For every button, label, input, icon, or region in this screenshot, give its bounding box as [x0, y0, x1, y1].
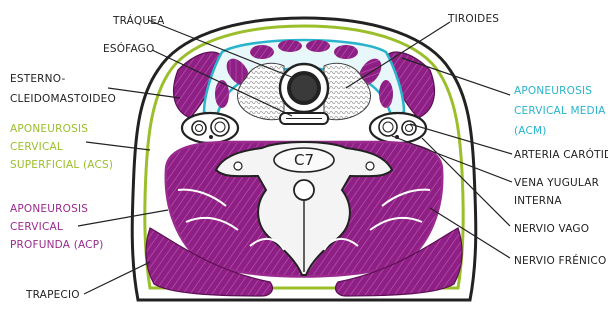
label-acp-line3: PROFUNDA (ACP)	[10, 239, 104, 251]
label-esofago: ESÓFAGO	[103, 42, 154, 55]
label-frenico: NERVIO FRÉNICO	[514, 254, 606, 267]
label-acm-line1: APONEUROSIS	[514, 85, 592, 97]
label-vena-line2: INTERNA	[514, 195, 562, 207]
carotid-sheath-left	[182, 113, 238, 143]
label-acs-line3: SUPERFICIAL (ACS)	[10, 159, 113, 171]
vertebra-label: C7	[294, 151, 314, 169]
label-tiroides: TIROIDES	[447, 13, 499, 25]
label-esterno-line1: ESTERNO-	[10, 73, 65, 85]
trachea	[280, 64, 328, 112]
label-acm-line3: (ACM)	[514, 125, 547, 137]
label-acs-line1: APONEUROSIS	[10, 123, 88, 135]
label-acp-line1: APONEUROSIS	[10, 203, 88, 215]
label-vago: NERVIO VAGO	[514, 223, 589, 235]
label-vena-line1: VENA YUGULAR	[514, 177, 599, 189]
label-esterno-line2: CLEIDOMASTOIDEO	[10, 93, 116, 105]
label-acp-line2: CERVICAL	[10, 221, 63, 233]
label-traquea: TRÁQUEA	[112, 14, 165, 27]
label-acm-line2: CERVICAL MEDIA	[514, 105, 606, 117]
label-arteria: ARTERIA CARÓTIDA	[514, 148, 608, 161]
label-acs-line2: CERVICAL	[10, 141, 63, 153]
label-trapecio: TRAPECIO	[25, 289, 80, 301]
